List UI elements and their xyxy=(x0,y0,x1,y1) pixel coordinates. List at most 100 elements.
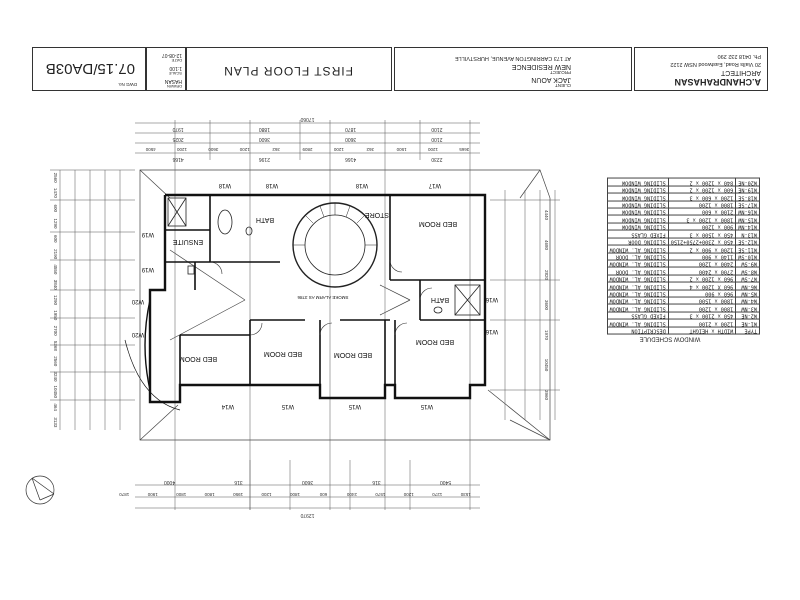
dimension-value: 4500 xyxy=(145,147,156,152)
dimension-value: 2100 xyxy=(431,126,442,132)
window-tag-w16-a: W16 xyxy=(485,296,498,302)
dimension-value: 1970 xyxy=(544,330,549,341)
bed-room-label-5: BED ROOM xyxy=(179,355,217,362)
dimension-value: 3600 xyxy=(208,147,219,152)
dimension-top-row-3: 3665120015003621200280936212003600120045… xyxy=(145,147,469,152)
dimension-value: 1200 xyxy=(176,147,187,152)
window-tag-w20-a: W20 xyxy=(131,298,144,304)
dimension-value: 1200 xyxy=(333,147,344,152)
dimension-value: 1800 xyxy=(176,492,187,497)
dimension-value: 3133 xyxy=(53,417,58,428)
window-tag-w18-c: W18 xyxy=(355,182,368,188)
dimension-value: 600 xyxy=(53,204,58,212)
room-labels: BED ROOM BED ROOM BED ROOM BED ROOM BED … xyxy=(173,211,458,362)
dimension-lines xyxy=(50,120,560,510)
window-tag-w18-a: W18 xyxy=(218,182,231,188)
window-tag-w18-b: W18 xyxy=(265,182,278,188)
roof-outline xyxy=(139,169,551,441)
dimension-value: 1950 xyxy=(233,492,244,497)
dimension-value: 5400 xyxy=(440,479,451,485)
dimension-value: 1870 xyxy=(345,126,356,132)
dimension-value: 1270 xyxy=(432,492,443,497)
dimension-value: 1800 xyxy=(204,492,215,497)
dimension-value: 2025 xyxy=(172,136,183,142)
dimension-value: 17060 xyxy=(300,116,314,122)
window-tags: W14 W15 W15 W15 W16 W16 W17 W18 W18 W18 … xyxy=(131,182,498,409)
dimension-value: 3665 xyxy=(459,147,470,152)
dimension-value: 464 xyxy=(53,403,58,411)
dimension-value: 1880 xyxy=(259,126,270,132)
dimension-value: 1570 xyxy=(375,492,386,497)
dimension-value: 4680 xyxy=(544,240,549,251)
dimension-bottom-total: 12970 xyxy=(300,512,314,518)
bed-room-label-4: BED ROOM xyxy=(264,350,302,357)
dimension-value: 4000 xyxy=(164,479,175,485)
dimension-value: 4166 xyxy=(345,156,356,162)
dimension-top-row-2: 2100 3600 3600 2025 xyxy=(172,136,442,142)
window-tag-w17: W17 xyxy=(428,182,441,188)
dimension-value: 1500 xyxy=(396,147,407,152)
dimension-value: 1290 xyxy=(53,218,58,229)
ensuite-label: ENSUITE xyxy=(173,238,204,245)
bath-label-2: BATH xyxy=(431,296,449,303)
dimension-value: 1200 xyxy=(261,492,272,497)
dimension-value: 1200 xyxy=(403,492,414,497)
dimension-value: 362 xyxy=(366,147,374,152)
bay-window xyxy=(124,299,181,411)
dimension-value: 3600 xyxy=(302,479,313,485)
dimension-value: 600 xyxy=(53,235,58,243)
window-tag-w16-b: W16 xyxy=(485,328,498,334)
dimension-top-row-4: 2230 4166 2196 4166 xyxy=(172,156,442,162)
dimension-value: 1470 xyxy=(53,188,58,199)
bed-room-label-2: BED ROOM xyxy=(416,338,454,345)
dimension-value: 2560 xyxy=(53,356,58,367)
dimension-value: 600 xyxy=(319,492,327,497)
dimension-value: 1530 xyxy=(460,492,471,497)
dimension-value: 3600 xyxy=(259,136,270,142)
dimension-left: 2560147060012906002190455038401290195027… xyxy=(53,173,58,428)
dimension-value: 2400 xyxy=(346,492,357,497)
dimension-value: 2820 xyxy=(544,270,549,281)
dimension-bottom-row-1: 5400 316 3600 316 4000 xyxy=(164,479,451,485)
spiral-staircase xyxy=(292,202,378,288)
dimension-value: 4166 xyxy=(172,156,183,162)
dimension-value: 1900 xyxy=(147,492,158,497)
dimension-value: 10450 xyxy=(544,359,549,372)
dimension-value: 1290 xyxy=(53,295,58,306)
bath-label-1: BATH xyxy=(256,216,274,223)
dimension-value: 2700 xyxy=(53,326,58,337)
dimension-value: 1970 xyxy=(172,126,183,132)
dimension-value: 2100 xyxy=(431,136,442,142)
bed-room-label-1: BED ROOM xyxy=(419,220,457,227)
dimension-value: 1200 xyxy=(239,147,250,152)
dimension-value: 4550 xyxy=(53,264,58,275)
bathroom-fixtures xyxy=(167,197,481,316)
dimension-value: 316 xyxy=(234,479,243,485)
north-arrow xyxy=(25,475,55,505)
dimension-bottom-row-2: 1530 1270 1200 1570 2400 600 1800 1200 1950 1800 1… xyxy=(119,492,471,497)
window-tag-w14: W14 xyxy=(221,403,234,409)
dimension-top-row-1: 2100 1870 1880 1970 xyxy=(172,126,442,132)
window-tag-w19-a: W19 xyxy=(141,231,154,237)
door-swings xyxy=(209,259,433,336)
window-tag-w15-c: W15 xyxy=(420,403,433,409)
dimension-value: 1200 xyxy=(427,147,438,152)
dimension-value: 2560 xyxy=(53,173,58,184)
dimension-value: 4440 xyxy=(544,210,549,221)
dimension-value: 2196 xyxy=(259,156,270,162)
dimension-value: 3960 xyxy=(544,390,549,401)
dimension-value: 1800 xyxy=(289,492,300,497)
dimension-value: 3240 xyxy=(53,371,58,382)
dimension-value: 362 xyxy=(272,147,280,152)
dimension-value: 5368 xyxy=(53,341,58,352)
dimension-value: 316 xyxy=(372,479,381,485)
dimension-value: 1870 xyxy=(119,492,130,497)
dimension-value: 2230 xyxy=(431,156,442,162)
window-tag-w20-b: W20 xyxy=(131,331,144,337)
dimension-top-total: 17060 xyxy=(300,116,314,122)
dimension-value: 2190 xyxy=(53,249,58,260)
dimension-value: 3600 xyxy=(345,136,356,142)
dimension-value: 1950 xyxy=(53,310,58,321)
